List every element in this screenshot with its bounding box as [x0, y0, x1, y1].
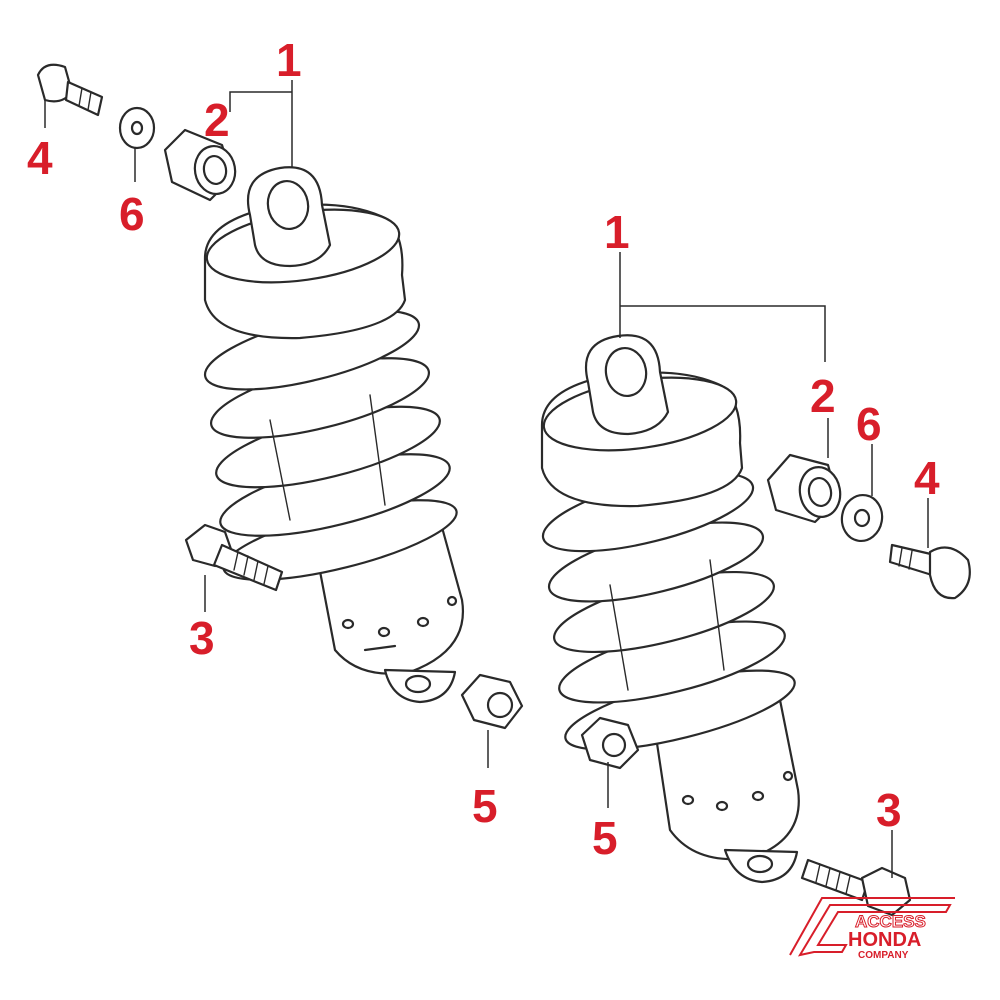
- bolt-4-left: [36, 63, 104, 117]
- callout-3-left: 3: [189, 612, 215, 664]
- logo-line-honda: HONDA: [848, 929, 921, 951]
- callout-6-right: 6: [856, 398, 882, 450]
- bushing-2-left: [163, 128, 237, 202]
- logo-line-company: COMPANY: [858, 950, 909, 961]
- logo-line-access: ACCESS: [855, 912, 926, 931]
- nut-5-left: [460, 673, 524, 730]
- callout-2-right: 2: [810, 370, 836, 422]
- callout-4-left: 4: [27, 132, 53, 184]
- washer-6-right: [840, 493, 884, 543]
- callout-1-left: 1: [276, 34, 302, 86]
- callout-5-left: 5: [472, 780, 498, 832]
- spring-left: [203, 309, 458, 581]
- washer-6-left: [118, 106, 156, 150]
- bushing-2-right: [766, 453, 842, 524]
- shock-absorber-left: [203, 166, 464, 704]
- callout-5-right: 5: [592, 812, 618, 864]
- callout-6-left: 6: [119, 188, 145, 240]
- callout-1-right: 1: [604, 206, 630, 258]
- leader-lines: [44, 80, 929, 878]
- bolt-3-right: [800, 858, 912, 917]
- bolt-3-left: [184, 523, 284, 592]
- callout-3-right: 3: [876, 784, 902, 836]
- bolt-4-right: [888, 543, 971, 600]
- callout-2-left: 2: [204, 94, 230, 146]
- callouts: 1 2 4 6 3 5 1 2 6 4 5 3: [27, 34, 940, 864]
- access-honda-logo: ACCESS HONDA COMPANY: [789, 897, 955, 961]
- callout-4-right: 4: [914, 452, 940, 504]
- shock-absorber-right: [540, 334, 800, 884]
- logo-swoosh-icon: [797, 904, 952, 957]
- nut-5-right: [580, 716, 640, 770]
